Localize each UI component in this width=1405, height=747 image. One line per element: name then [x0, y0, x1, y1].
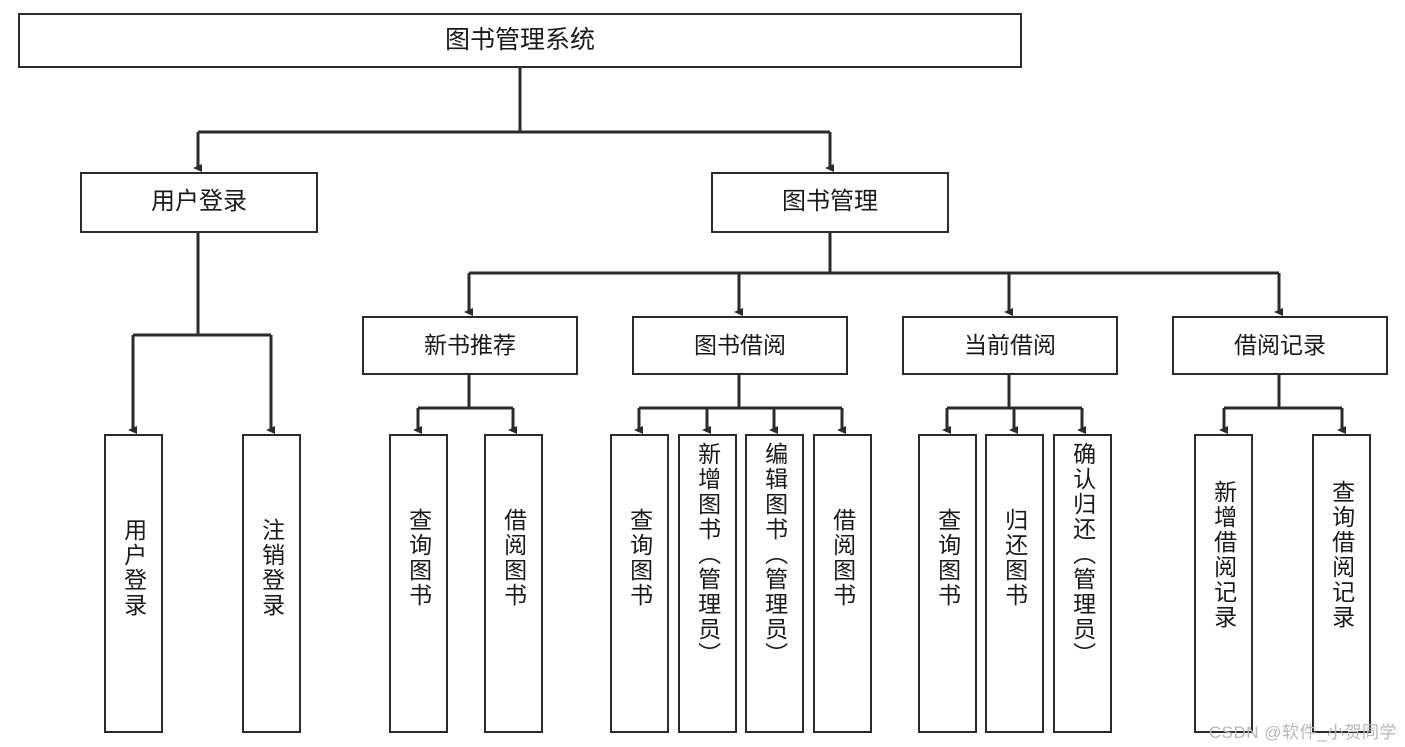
node-label: 借阅图书 [829, 508, 856, 608]
node-user-login[interactable]: 用户登录 [80, 172, 318, 233]
node-current-borrow[interactable]: 当前借阅 [902, 316, 1118, 375]
node-new-book-recommend[interactable]: 新书推荐 [362, 316, 578, 375]
node-label: 新增借阅记录 [1210, 480, 1237, 630]
node-label: 编辑图书（管理员） [761, 442, 788, 667]
node-label: 查询图书 [934, 508, 961, 608]
leaf-edit-book-admin[interactable]: 编辑图书（管理员） [745, 434, 804, 733]
leaf-borrow-book-recommend[interactable]: 借阅图书 [484, 434, 543, 733]
leaf-query-book-current[interactable]: 查询图书 [918, 434, 977, 733]
node-label: 查询图书 [405, 508, 432, 608]
node-label: 图书管理系统 [444, 25, 595, 54]
leaf-add-book-admin[interactable]: 新增图书（管理员） [678, 434, 737, 733]
leaf-borrow-book[interactable]: 借阅图书 [813, 434, 872, 733]
node-label: 新书推荐 [424, 331, 516, 358]
leaf-logout[interactable]: 注销登录 [242, 434, 301, 733]
node-book-borrow[interactable]: 图书借阅 [632, 316, 848, 375]
node-label: 图书管理 [782, 188, 878, 216]
node-label: 借阅记录 [1234, 331, 1326, 358]
node-borrow-record[interactable]: 借阅记录 [1172, 316, 1388, 375]
node-label: 图书借阅 [694, 331, 786, 358]
leaf-query-book-borrow[interactable]: 查询图书 [610, 434, 669, 733]
node-label: 查询图书 [626, 508, 653, 608]
node-label: 用户登录 [151, 188, 247, 216]
leaf-add-borrow-record[interactable]: 新增借阅记录 [1194, 434, 1253, 733]
node-label: 借阅图书 [500, 508, 527, 608]
node-root-book-management-system[interactable]: 图书管理系统 [18, 13, 1022, 68]
leaf-query-borrow-record[interactable]: 查询借阅记录 [1312, 434, 1371, 733]
node-book-management[interactable]: 图书管理 [711, 172, 949, 233]
node-label: 归还图书 [1001, 508, 1028, 608]
node-label: 当前借阅 [964, 331, 1056, 358]
watermark-text: CSDN @软件_小贺同学 [1208, 723, 1397, 742]
node-label: 确认归还（管理员） [1069, 442, 1096, 667]
leaf-user-login[interactable]: 用户登录 [104, 434, 163, 733]
node-label: 查询借阅记录 [1328, 480, 1355, 630]
leaf-query-book-recommend[interactable]: 查询图书 [389, 434, 448, 733]
node-label: 用户登录 [120, 518, 147, 618]
node-label: 新增图书（管理员） [694, 442, 721, 667]
leaf-confirm-return-admin[interactable]: 确认归还（管理员） [1053, 434, 1112, 733]
node-label: 注销登录 [258, 518, 285, 618]
leaf-return-book[interactable]: 归还图书 [985, 434, 1044, 733]
